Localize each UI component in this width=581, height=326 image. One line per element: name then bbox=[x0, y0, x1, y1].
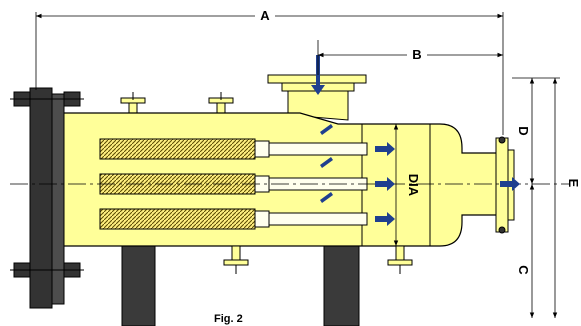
bottom-nozzle-1 bbox=[223, 245, 249, 274]
dim-label-e: E bbox=[566, 179, 581, 188]
dim-label-d: D bbox=[516, 126, 531, 135]
figure-caption: Fig. 2 bbox=[214, 313, 243, 325]
top-nozzle-1 bbox=[120, 92, 146, 116]
top-nozzle-2 bbox=[208, 92, 234, 116]
flange-plate-inner bbox=[51, 93, 65, 305]
support-leg-right bbox=[323, 244, 360, 326]
dim-label-a: A bbox=[260, 8, 270, 23]
dim-label-dia: DIA bbox=[406, 174, 421, 197]
flange-bolt-top bbox=[10, 91, 84, 107]
flange-bolt-bottom bbox=[10, 262, 84, 278]
support-leg-left bbox=[121, 244, 156, 326]
heater-element-3 bbox=[99, 208, 368, 230]
label-bg-a bbox=[255, 7, 275, 23]
bottom-nozzle-2 bbox=[387, 245, 413, 274]
flange-plate-outer bbox=[29, 87, 53, 309]
dim-label-b: B bbox=[412, 47, 421, 62]
dim-label-c: C bbox=[516, 265, 531, 275]
label-bg-b bbox=[407, 46, 427, 62]
heater-element-1 bbox=[99, 138, 368, 160]
